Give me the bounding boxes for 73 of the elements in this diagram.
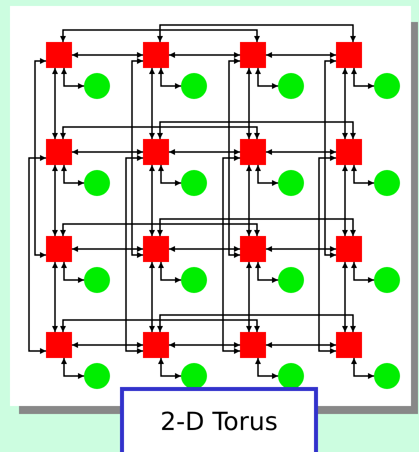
connector-arrow xyxy=(72,246,143,252)
router-box xyxy=(240,139,266,165)
router-box xyxy=(46,332,72,358)
connector-arrow xyxy=(158,165,181,186)
connector-arrow xyxy=(125,155,143,354)
router-box xyxy=(336,139,362,165)
connector-arrow xyxy=(351,165,374,186)
connector-arrow xyxy=(131,58,143,258)
connector-arrow xyxy=(351,262,374,283)
router-box xyxy=(46,139,72,165)
connector-arrow xyxy=(34,58,46,258)
connector-arrow xyxy=(246,262,252,332)
connector-arrow xyxy=(318,155,336,354)
connector-arrow xyxy=(157,314,356,332)
connector-arrow xyxy=(351,68,374,89)
connector-arrow xyxy=(342,165,348,236)
connector-arrow xyxy=(60,223,260,236)
connector-arrow xyxy=(255,165,278,186)
connector-arrow xyxy=(157,121,356,139)
router-box xyxy=(336,332,362,358)
connector-arrow xyxy=(52,68,58,139)
connector-arrow xyxy=(158,262,181,283)
router-box xyxy=(143,139,169,165)
router-box xyxy=(240,42,266,68)
connector-arrow xyxy=(149,262,155,332)
router-box xyxy=(143,42,169,68)
connector-arrow xyxy=(266,52,336,58)
connector-arrow xyxy=(157,218,356,236)
connector-arrow xyxy=(72,149,143,155)
connector-arrow xyxy=(324,58,336,258)
connector-arrow xyxy=(169,52,240,58)
connector-arrow xyxy=(157,24,356,42)
connector-arrow xyxy=(266,342,336,348)
connector-arrow xyxy=(228,58,240,258)
connector-arrow xyxy=(158,358,181,379)
router-box xyxy=(46,42,72,68)
connector-arrow xyxy=(246,165,252,236)
connector-arrow xyxy=(222,155,240,354)
connector-arrow xyxy=(60,29,260,42)
router-box xyxy=(240,332,266,358)
router-box xyxy=(143,236,169,262)
connector-arrow xyxy=(61,68,84,89)
connector-arrow xyxy=(246,68,252,139)
connector-arrow xyxy=(149,165,155,236)
connector-arrow xyxy=(28,155,46,354)
connector-arrow xyxy=(61,165,84,186)
connector-arrow xyxy=(342,262,348,332)
connector-arrow xyxy=(72,342,143,348)
router-box xyxy=(46,236,72,262)
connector-arrow xyxy=(61,358,84,379)
connector-arrow xyxy=(149,68,155,139)
connector-arrow xyxy=(266,246,336,252)
router-box xyxy=(143,332,169,358)
connector-arrow xyxy=(169,149,240,155)
connector-arrow xyxy=(158,68,181,89)
connector-arrow xyxy=(255,358,278,379)
connector-arrow xyxy=(169,342,240,348)
connector-arrow xyxy=(255,68,278,89)
connector-arrow xyxy=(72,52,143,58)
title-box: 2-D Torus xyxy=(120,387,318,452)
connector-arrow xyxy=(351,358,374,379)
connector-arrow xyxy=(60,319,260,332)
connector-arrow xyxy=(342,68,348,139)
connector-arrow xyxy=(52,262,58,332)
connector-arrow xyxy=(255,262,278,283)
connector-arrow xyxy=(61,262,84,283)
router-box xyxy=(336,42,362,68)
connector-arrow xyxy=(60,126,260,139)
connector-arrow xyxy=(169,246,240,252)
connector-arrow xyxy=(266,149,336,155)
router-box xyxy=(240,236,266,262)
connector-arrow xyxy=(52,165,58,236)
router-box xyxy=(336,236,362,262)
